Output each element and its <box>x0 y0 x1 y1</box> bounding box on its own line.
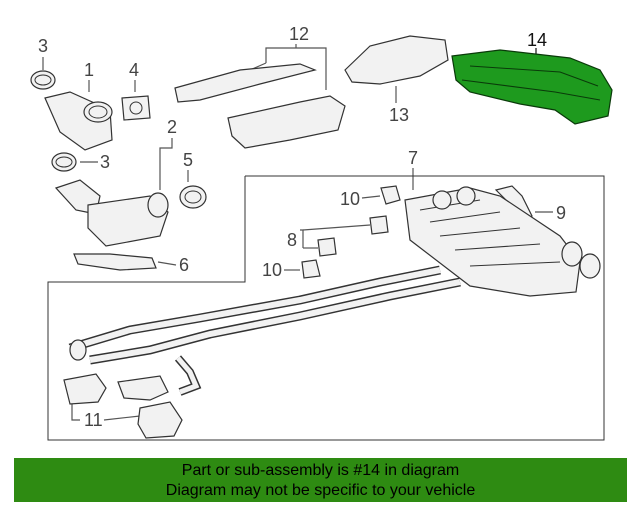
assembly-7-frame <box>47 175 605 441</box>
info-banner: Part or sub-assembly is #14 in diagram D… <box>14 458 627 502</box>
callout-5: 5 <box>183 150 193 170</box>
converter-2 <box>54 179 169 247</box>
banner-line-2: Diagram may not be specific to your vehi… <box>165 482 476 499</box>
heat-shield-12-upper <box>174 63 317 103</box>
heat-shield-14-highlighted <box>451 49 613 125</box>
callout-14: 14 <box>527 30 547 50</box>
leader-lines <box>42 44 553 421</box>
callout-13: 13 <box>389 105 409 125</box>
heat-shield-13 <box>344 35 449 85</box>
clamp-5 <box>179 185 207 209</box>
callout-6: 6 <box>179 255 189 275</box>
callout-10-bottom: 10 <box>262 260 282 280</box>
callout-11: 11 <box>84 410 103 430</box>
shield-6 <box>73 253 157 271</box>
callout-2: 2 <box>167 117 177 137</box>
callout-9: 9 <box>556 203 566 223</box>
callout-7: 7 <box>408 148 418 168</box>
callout-12: 12 <box>289 24 309 44</box>
callout-3-bottom: 3 <box>100 152 110 172</box>
shield-11-a <box>63 373 107 405</box>
converter-1 <box>44 91 113 151</box>
heat-shield-12-lower <box>227 95 346 149</box>
gasket-4 <box>121 95 151 121</box>
callout-1: 1 <box>84 60 94 80</box>
callout-3-top: 3 <box>38 36 48 56</box>
callout-8: 8 <box>287 230 297 250</box>
hanger-10-bottom <box>301 259 321 279</box>
hanger-8-a <box>369 215 389 235</box>
hanger-10-top <box>380 185 401 205</box>
gasket-3-top <box>30 70 56 90</box>
hanger-8-b <box>317 237 337 257</box>
callout-4: 4 <box>129 60 139 80</box>
exhaust-pipes <box>68 265 461 396</box>
shield-11-b <box>117 375 169 401</box>
shield-11-c <box>137 401 183 439</box>
gasket-3-bottom <box>51 152 77 172</box>
muffler-assembly-7 <box>404 186 601 297</box>
callout-10-top: 10 <box>340 189 360 209</box>
exhaust-parts-diagram: 3 1 4 12 13 14 2 5 3 6 7 10 9 8 10 11 <box>30 24 613 441</box>
banner-line-1: Part or sub-assembly is #14 in diagram <box>181 462 460 479</box>
